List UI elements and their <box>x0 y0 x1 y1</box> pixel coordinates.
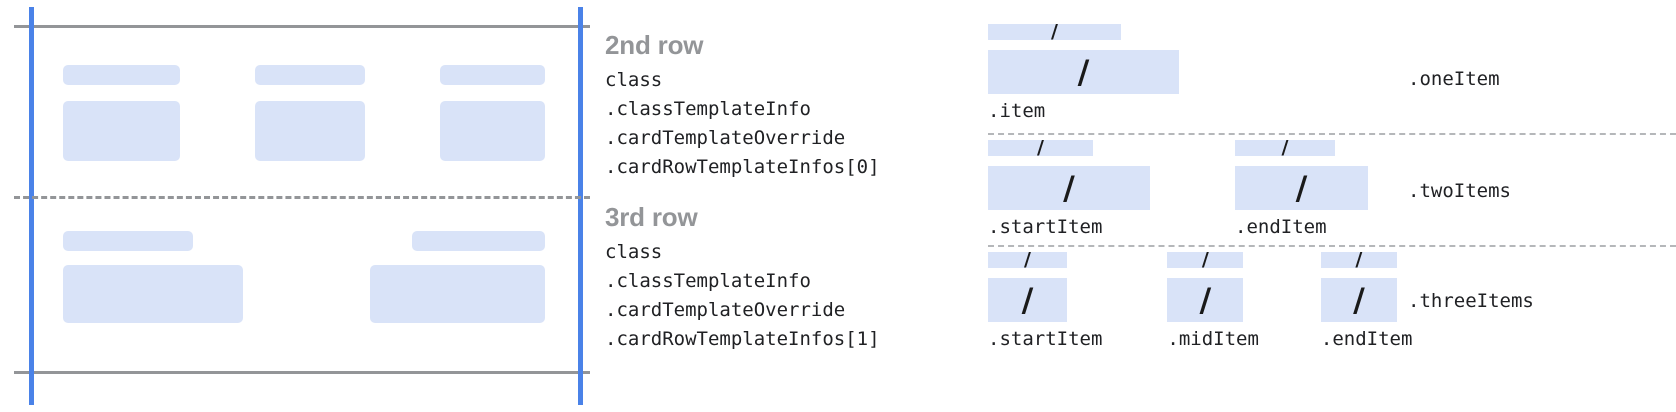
variant-one-item: / / .item <box>988 24 1676 132</box>
item-title-placeholder: / <box>1167 252 1244 268</box>
slash-icon: / <box>1199 281 1212 319</box>
annotation-path-line: .cardRowTemplateInfos[1] <box>605 328 880 350</box>
variant-separator <box>988 245 1676 247</box>
annotation-path-lines: class .classTemplateInfo .cardTemplateOver… <box>605 66 880 182</box>
item-name-label: .startItem <box>988 328 1103 350</box>
slash-icon: / <box>1281 140 1289 156</box>
slash-icon: / <box>1355 252 1363 268</box>
annotation-block-third-row: 3rd row class .classTemplateInfo .cardTemp… <box>605 200 880 354</box>
placeholder-row3-col2-body <box>370 265 545 323</box>
placeholder-row2-col1-title <box>63 65 180 85</box>
variant-item: / / .midItem <box>1167 252 1259 350</box>
annotation-path-line: .classTemplateInfo <box>605 98 811 120</box>
item-name-label: .endItem <box>1235 216 1327 238</box>
variant-name-label: .twoItems <box>1408 180 1511 202</box>
slash-icon: / <box>1077 53 1090 91</box>
placeholder-row2-col2-body <box>255 101 365 161</box>
annotation-path-line: class <box>605 241 663 263</box>
item-name-label: .endItem <box>1320 328 1413 350</box>
annotation-path-line: .cardRowTemplateInfos[0] <box>605 156 880 178</box>
placeholder-row2-col1-body <box>63 101 180 161</box>
item-title-placeholder: / <box>988 140 1093 156</box>
items-track: / / .startItem / / .endItem <box>988 140 1368 238</box>
variant-item: / / .startItem <box>988 140 1150 238</box>
variant-item: / / .endItem <box>1320 252 1413 350</box>
placeholder-row3-col1-body <box>63 265 243 323</box>
variant-name-label: .threeItems <box>1408 290 1534 312</box>
placeholder-row2-col3-body <box>440 101 545 161</box>
items-track: / / .item <box>988 24 1179 122</box>
card-top-border <box>14 25 590 28</box>
placeholder-row2-col3-title <box>440 65 545 85</box>
placeholder-row3-col1-title <box>63 231 193 251</box>
annotation-column: 2nd row class .classTemplateInfo .cardTemp… <box>605 0 975 412</box>
variant-separator <box>988 133 1676 135</box>
item-title-placeholder: / <box>1320 252 1397 268</box>
item-body-placeholder: / <box>1320 278 1397 322</box>
card-left-guide-line <box>29 7 34 405</box>
variant-name-label: .oneItem <box>1408 68 1500 90</box>
slash-icon: / <box>1295 169 1308 207</box>
item-variants-column: / / .item / / .startItem / / .endItem / / .startI… <box>988 0 1676 412</box>
slash-icon: / <box>1021 281 1034 319</box>
annotation-block-second-row: 2nd row class .classTemplateInfo .cardTemp… <box>605 28 880 182</box>
item-body-placeholder: / <box>988 166 1150 210</box>
placeholder-row3-col2-title <box>412 231 545 251</box>
annotation-path-lines: class .classTemplateInfo .cardTemplateOver… <box>605 238 880 354</box>
slash-icon: / <box>1353 281 1365 319</box>
variant-item: / / .item <box>988 24 1179 122</box>
item-title-placeholder: / <box>1235 140 1335 156</box>
variant-item: / / .endItem <box>1235 140 1368 238</box>
variant-three-items: / / .startItem / / .midItem / / .endItem <box>988 252 1676 362</box>
item-body-placeholder: / <box>1235 166 1368 210</box>
annotation-path-line: class <box>605 69 663 91</box>
row-divider-dashed <box>14 196 590 199</box>
slash-icon: / <box>1037 140 1044 156</box>
item-title-placeholder: / <box>988 252 1067 268</box>
annotation-path-line: .cardTemplateOverride <box>605 127 846 149</box>
slash-icon: / <box>1024 252 1031 268</box>
item-body-placeholder: / <box>1167 278 1244 322</box>
annotation-heading: 3rd row <box>605 202 698 232</box>
annotation-heading: 2nd row <box>605 30 704 60</box>
item-body-placeholder: / <box>988 50 1179 94</box>
variant-two-items: / / .startItem / / .endItem <box>988 140 1676 248</box>
card-template-preview <box>0 0 595 412</box>
placeholder-row2-col2-title <box>255 65 365 85</box>
item-title-placeholder: / <box>988 24 1121 40</box>
items-track: / / .startItem / / .midItem / / .endItem <box>988 252 1412 350</box>
slash-icon: / <box>1051 24 1058 40</box>
slash-icon: / <box>1201 252 1209 268</box>
card-bottom-border <box>14 371 590 374</box>
annotation-path-line: .cardTemplateOverride <box>605 299 846 321</box>
item-name-label: .startItem <box>988 216 1103 238</box>
item-name-label: .midItem <box>1167 328 1259 350</box>
variant-item: / / .startItem <box>988 252 1102 350</box>
card-right-guide-line <box>578 7 583 405</box>
item-name-label: .item <box>988 100 1046 122</box>
item-body-placeholder: / <box>988 278 1067 322</box>
slash-icon: / <box>1063 169 1075 207</box>
annotation-path-line: .classTemplateInfo <box>605 270 811 292</box>
